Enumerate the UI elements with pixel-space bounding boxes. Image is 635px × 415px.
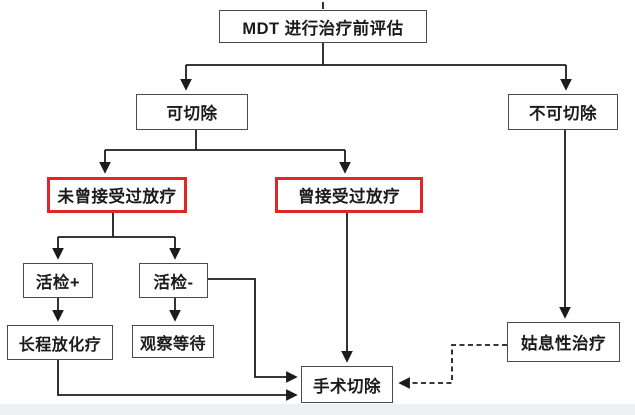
node-no-prior-radiotherapy: 未曾接受过放疗 xyxy=(47,177,187,213)
arrow-palliative-to-surgery-dashed xyxy=(398,344,507,389)
arrow-biopsy-neg-to-surgery xyxy=(208,278,298,383)
node-resectable: 可切除 xyxy=(136,94,248,130)
node-mdt-evaluation: MDT 进行治疗前评估 xyxy=(219,10,427,43)
node-long-course-chemoradiotherapy: 长程放化疗 xyxy=(7,325,113,360)
node-biopsy-negative: 活检- xyxy=(139,263,208,298)
node-prior-radiotherapy: 曾接受过放疗 xyxy=(275,177,423,213)
arrow-long-course-to-surgery xyxy=(57,360,298,401)
node-surgical-resection: 手术切除 xyxy=(301,366,393,403)
node-watch-and-wait: 观察等待 xyxy=(132,325,214,358)
node-palliative-care: 姑息性治疗 xyxy=(507,322,620,362)
node-biopsy-positive: 活检+ xyxy=(23,263,93,298)
node-unresectable: 不可切除 xyxy=(508,94,618,130)
footer-strip xyxy=(0,404,635,415)
